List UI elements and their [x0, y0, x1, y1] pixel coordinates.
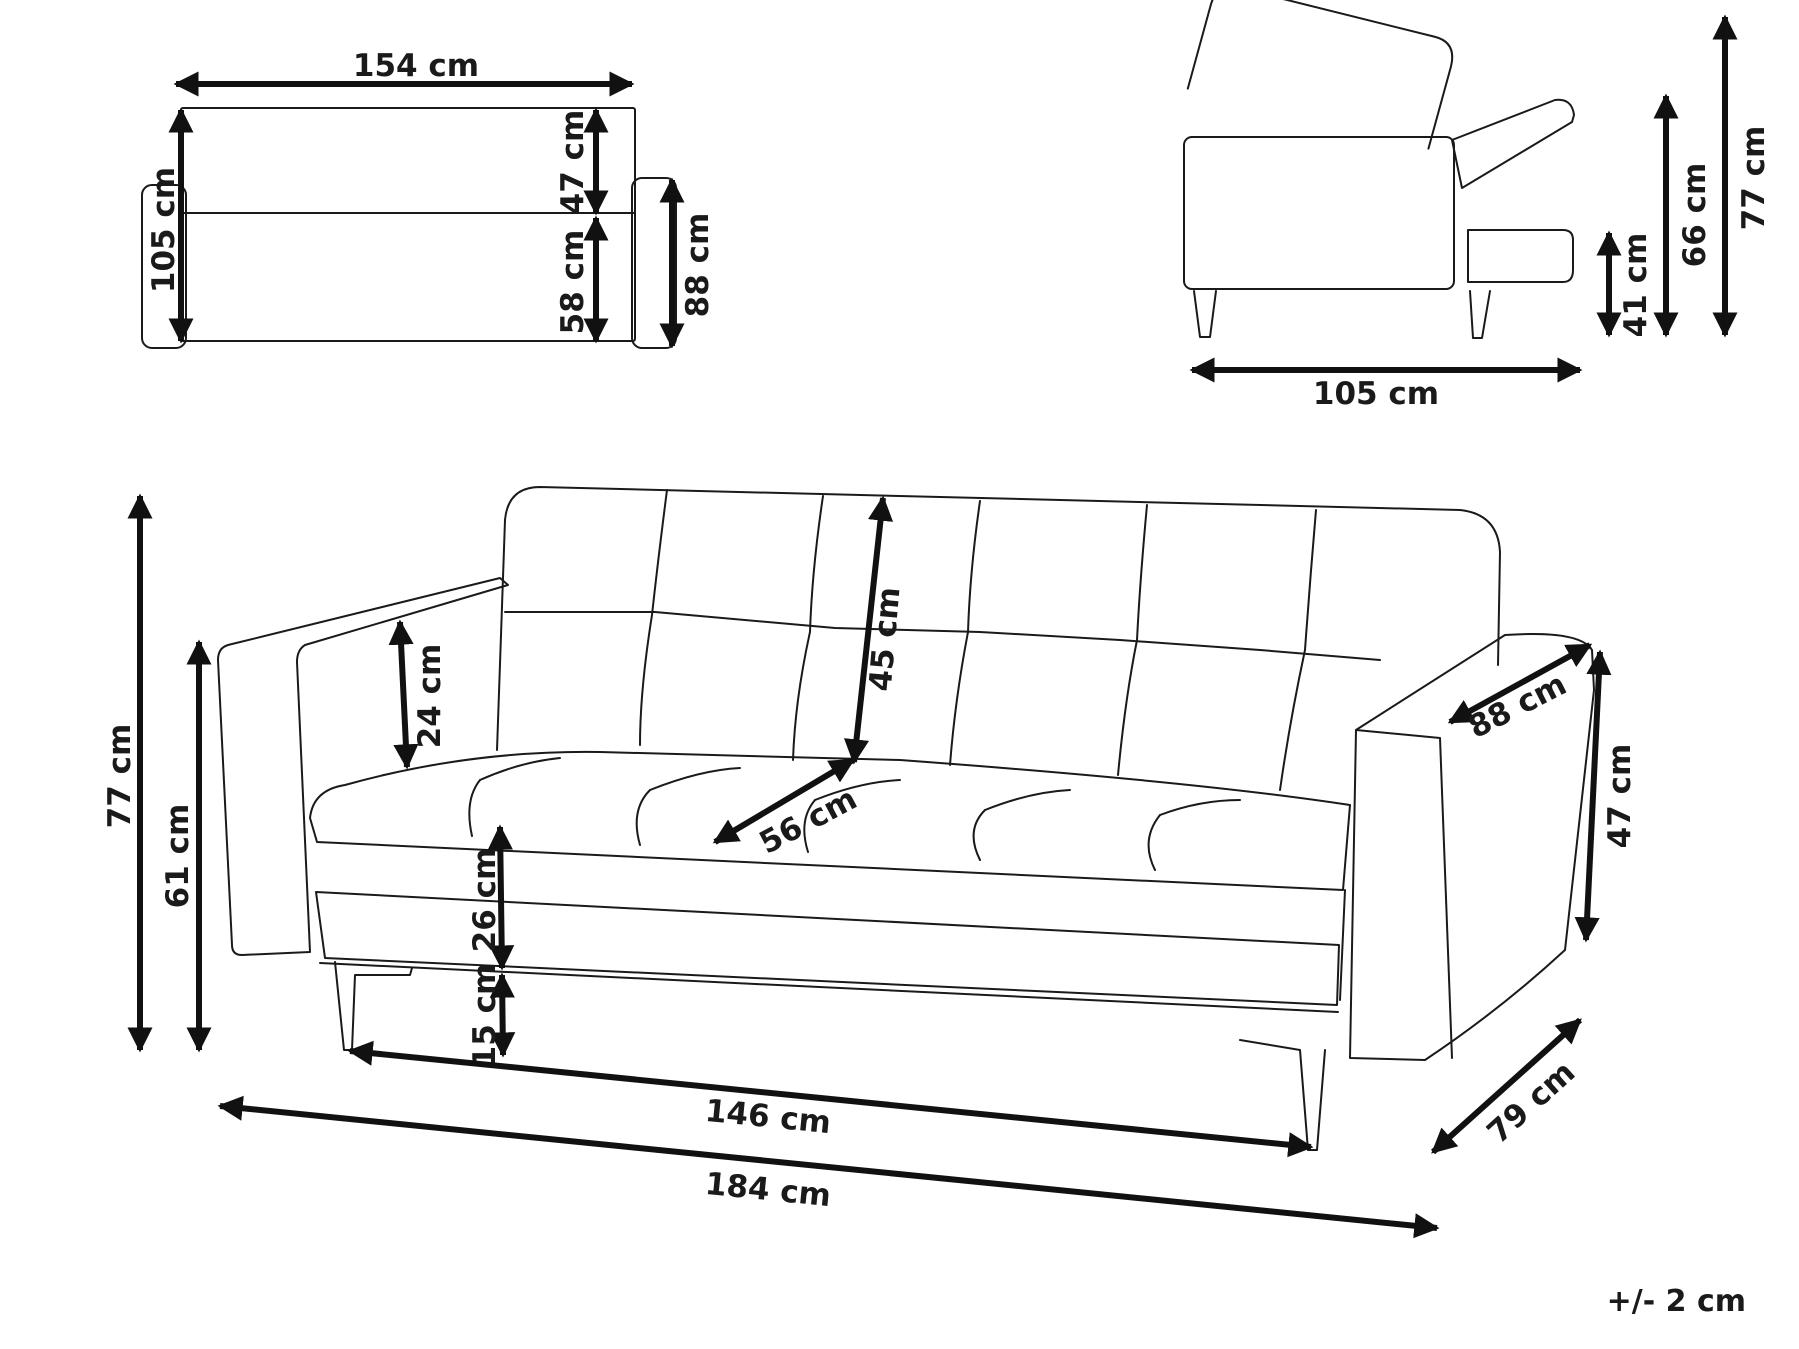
front-view-seat-cushion	[309, 750, 1351, 891]
front-arm-height-label: 61 cm	[160, 804, 196, 909]
front-seat-depth-label: 56 cm	[754, 781, 863, 862]
front-view-right-arm-inner	[1355, 729, 1453, 1059]
front-view-back-tuft-3	[949, 500, 981, 766]
top-back-depth-label: 47 cm	[555, 110, 591, 215]
front-seat-depth-arrow	[712, 757, 856, 845]
front-view-back-tuft-2	[792, 495, 824, 761]
side-width-label: 105 cm	[1313, 376, 1439, 412]
front-view-back-tuft-1	[639, 489, 668, 746]
front-back-height-arrow	[388, 619, 419, 770]
side-total-height-label: 77 cm	[1736, 126, 1772, 231]
front-view-back-tuft-5	[1279, 509, 1317, 791]
front-total-depth-arrow	[1430, 1017, 1583, 1155]
side-seat-height-label: 41 cm	[1618, 233, 1654, 338]
side-view-backrest	[1186, 0, 1454, 150]
front-view-leg-right	[1239, 1039, 1326, 1151]
front-view-left-arm	[217, 577, 509, 956]
side-back-mid-label: 66 cm	[1677, 163, 1713, 268]
side-view-seat-body	[1183, 136, 1455, 290]
front-seat-thickness-label: 26 cm	[467, 848, 503, 953]
side-view-reclined-back	[1451, 98, 1575, 189]
front-view-back-tuft-4	[1117, 504, 1148, 776]
front-view: 77 cm 61 cm 24 cm 45 cm 56 cm 26 cm 15 c…	[102, 486, 1638, 1239]
side-view-leg-right	[1469, 290, 1491, 339]
front-back-cushion-label: 45 cm	[863, 585, 908, 692]
front-view-leg-left	[334, 961, 413, 1051]
front-back-cushion-arrow	[843, 495, 894, 765]
front-arm-side-height-label: 47 cm	[1602, 744, 1638, 849]
top-view: 154 cm 105 cm 47 cm 58 cm 88 cm	[141, 48, 716, 349]
front-view-seat-front-right	[1339, 889, 1346, 1001]
top-depth-label: 105 cm	[146, 167, 182, 293]
front-total-height-label: 77 cm	[102, 724, 138, 829]
top-width-label: 154 cm	[353, 48, 479, 84]
front-view-base-bottom	[319, 962, 1339, 1013]
top-arm-depth-label: 88 cm	[680, 213, 716, 318]
front-total-width-arrow	[217, 1095, 1440, 1239]
tolerance-note: +/- 2 cm	[1607, 1284, 1746, 1319]
side-view-extension	[1467, 229, 1574, 283]
front-arm-depth-arrow	[1447, 642, 1593, 725]
front-seat-thickness-arrow	[487, 824, 515, 971]
front-view-base	[315, 891, 1340, 1006]
front-arm-side-height-arrow	[1574, 649, 1612, 943]
front-back-height-label: 24 cm	[412, 644, 448, 749]
front-view-seat-tufts-top	[479, 757, 1241, 816]
top-seat-depth-label: 58 cm	[555, 230, 591, 335]
side-view: 105 cm 41 cm 66 cm 77 cm	[1183, 0, 1772, 412]
front-view-backrest-seam	[504, 611, 1381, 661]
front-total-width-label: 184 cm	[703, 1166, 832, 1214]
front-arm-depth-label: 88 cm	[1463, 666, 1573, 746]
side-view-leg-left	[1193, 290, 1217, 338]
front-leg-height-label: 15 cm	[467, 963, 503, 1068]
front-view-backrest	[496, 486, 1501, 751]
front-total-depth-label: 79 cm	[1480, 1054, 1582, 1151]
